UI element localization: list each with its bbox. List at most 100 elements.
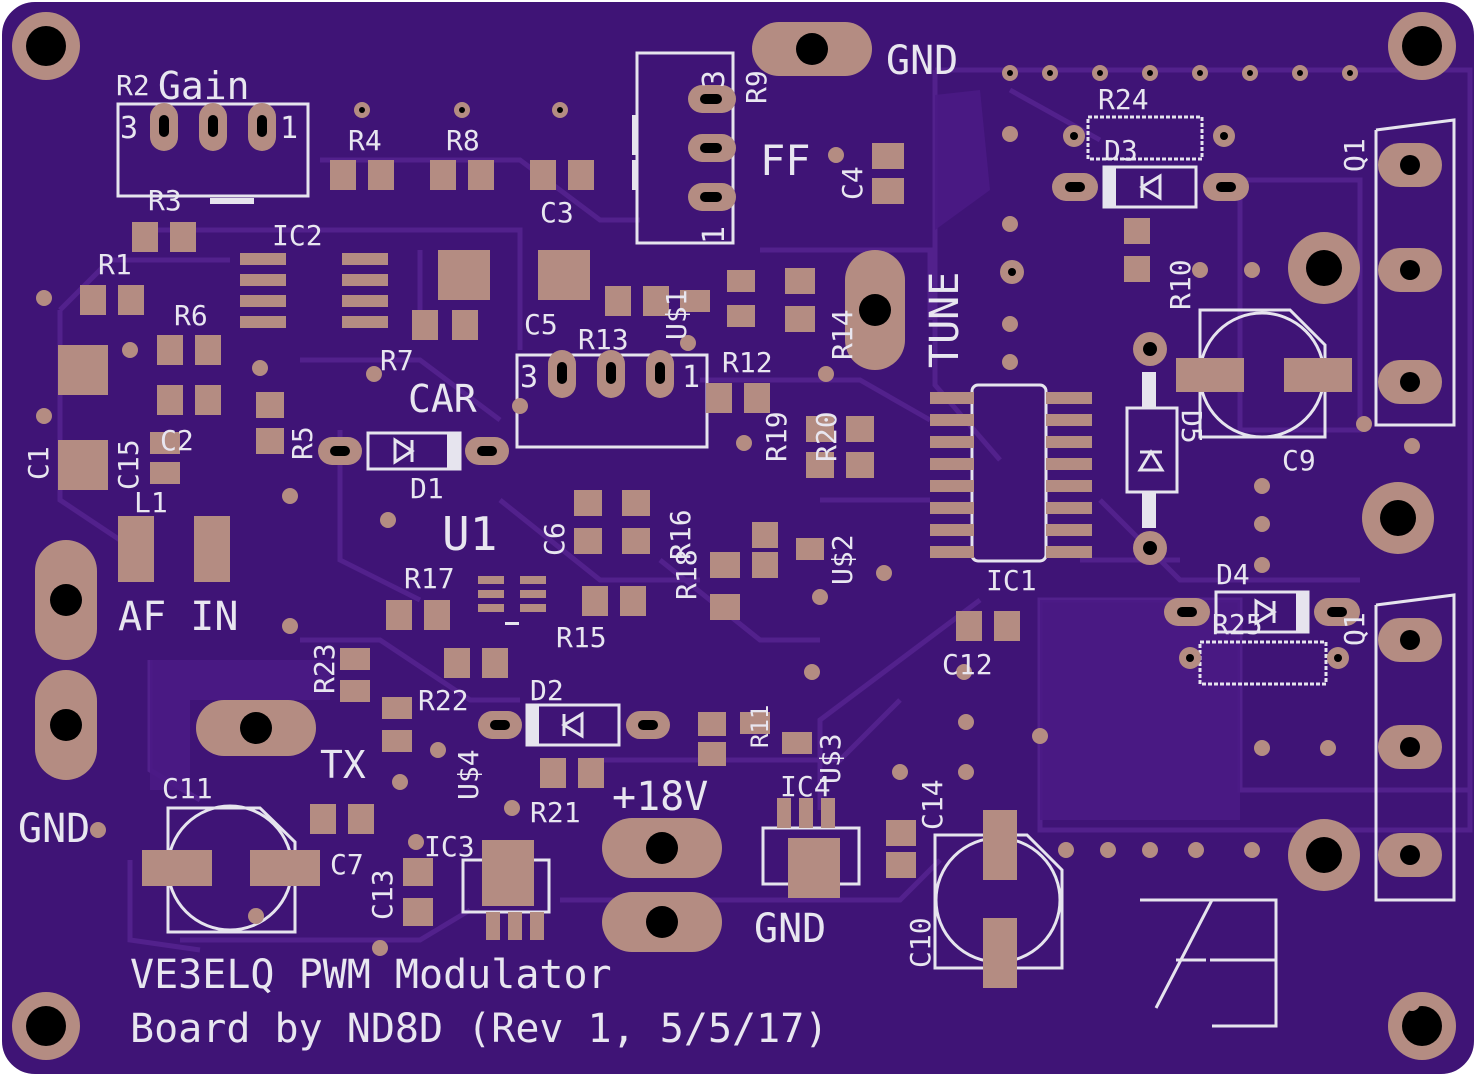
label-r13: R13 xyxy=(578,323,629,356)
label-c13: C13 xyxy=(366,869,399,920)
label-c14: C14 xyxy=(916,779,949,830)
label-r1: R1 xyxy=(98,248,132,281)
label-pin1c: 1 xyxy=(697,226,732,244)
label-pin3b: 3 xyxy=(520,360,538,395)
potentiometer-r9 xyxy=(632,51,736,245)
label-us2: U$2 xyxy=(826,534,859,585)
label-r24: R24 xyxy=(1098,83,1149,116)
resistor-r24 xyxy=(1063,115,1235,161)
capacitor-c11 xyxy=(142,804,320,934)
transistor-q1-bottom xyxy=(1374,593,1456,902)
label-r8: R8 xyxy=(446,124,480,157)
label-r3: R3 xyxy=(148,184,182,217)
label-d3: D3 xyxy=(1104,134,1138,167)
label-q1-bottom: Q1 xyxy=(1338,612,1371,646)
label-d2: D2 xyxy=(530,674,564,707)
label-car: CAR xyxy=(408,377,477,421)
label-ic1: IC1 xyxy=(986,564,1037,597)
label-af-in: AF IN xyxy=(118,594,238,640)
diode-d1 xyxy=(318,431,509,471)
label-r22: R22 xyxy=(418,684,469,717)
label-plus18v: +18V xyxy=(612,774,708,820)
label-gain: Gain xyxy=(158,64,250,108)
ic2-package xyxy=(240,253,388,328)
label-u1: U1 xyxy=(442,507,497,561)
u1-package xyxy=(478,576,546,625)
label-c9: C9 xyxy=(1282,444,1316,477)
ic1-package xyxy=(930,383,1092,563)
label-tx: TX xyxy=(320,743,366,787)
label-r5: R5 xyxy=(286,426,319,460)
label-r2: R2 xyxy=(116,69,150,102)
label-title-line2: Board by ND8D (Rev 1, 5/5/17) xyxy=(130,1006,828,1052)
silkscreen-rotated-labels: C1 C15 R5 C6 R16 R18 U$2 R23 U$4 U$3 R11… xyxy=(22,70,1371,968)
label-gnd-mid: GND xyxy=(754,906,826,952)
smd-pads xyxy=(58,143,1150,926)
label-r25: R25 xyxy=(1212,608,1263,641)
label-d4: D4 xyxy=(1216,558,1250,591)
label-r14: R14 xyxy=(826,309,859,360)
label-c3: C3 xyxy=(540,196,574,229)
diode-d4 xyxy=(1164,590,1360,634)
label-d1: D1 xyxy=(410,472,444,505)
label-c1: C1 xyxy=(22,446,55,480)
label-r21: R21 xyxy=(530,796,581,829)
label-r6: R6 xyxy=(174,299,208,332)
label-ic4: IC4 xyxy=(780,770,831,803)
label-ff: FF xyxy=(760,136,811,185)
ic4-package xyxy=(761,798,861,898)
label-pin1a: 1 xyxy=(280,111,298,146)
transistor-q1-top xyxy=(1374,118,1456,427)
label-gnd-top: GND xyxy=(886,38,958,84)
label-us1: U$1 xyxy=(660,289,693,340)
label-c10: C10 xyxy=(904,917,937,968)
label-r18: R18 xyxy=(670,549,703,600)
label-r7: R7 xyxy=(380,344,414,377)
label-c5: C5 xyxy=(524,308,558,341)
label-pin3c: 3 xyxy=(697,70,732,88)
label-r9: R9 xyxy=(740,70,773,104)
label-r15: R15 xyxy=(556,621,607,654)
resistor-r25 xyxy=(1179,640,1349,686)
potentiometer-gain xyxy=(116,102,310,204)
ic3-package xyxy=(461,840,551,940)
label-c12: C12 xyxy=(942,648,993,681)
capacitor-c9 xyxy=(1176,308,1352,439)
label-c11: C11 xyxy=(162,772,213,805)
mark-73 xyxy=(1140,898,1278,1028)
diode-d2 xyxy=(478,703,670,747)
silkscreen-labels: R2 Gain 3 1 R3 R4 R8 C3 IC2 R1 R6 R7 C5 … xyxy=(18,38,1316,1052)
diode-d3 xyxy=(1052,165,1249,209)
label-d5: D5 xyxy=(1175,410,1208,444)
label-c6: C6 xyxy=(538,522,571,556)
label-q1-top: Q1 xyxy=(1338,138,1371,172)
label-r11: R11 xyxy=(746,705,774,748)
label-gnd-left: GND xyxy=(18,806,90,852)
label-c2: C2 xyxy=(160,424,194,457)
connector-pads xyxy=(35,22,1434,952)
label-r23: R23 xyxy=(308,643,341,694)
capacitor-c10 xyxy=(933,810,1064,988)
label-us3: U$3 xyxy=(814,733,847,784)
label-tune: TUNE xyxy=(922,272,968,368)
label-l1: L1 xyxy=(134,486,168,519)
label-c4: C4 xyxy=(836,166,869,200)
label-r10: R10 xyxy=(1164,259,1197,310)
label-r17: R17 xyxy=(404,562,455,595)
label-pin1b: 1 xyxy=(682,360,700,395)
label-ic3: IC3 xyxy=(424,830,475,863)
label-r19: R19 xyxy=(760,411,793,462)
label-r12: R12 xyxy=(722,346,773,379)
mounting-holes xyxy=(12,12,1456,1060)
label-us4: U$4 xyxy=(452,749,485,800)
label-title-line1: VE3ELQ PWM Modulator xyxy=(130,952,612,998)
label-c15: C15 xyxy=(112,439,145,490)
label-ic2: IC2 xyxy=(272,219,323,252)
label-pin3a: 3 xyxy=(120,111,138,146)
diode-d5 xyxy=(1125,332,1179,565)
label-r20: R20 xyxy=(810,411,843,462)
label-c7: C7 xyxy=(330,848,364,881)
label-r16: R16 xyxy=(664,509,697,560)
